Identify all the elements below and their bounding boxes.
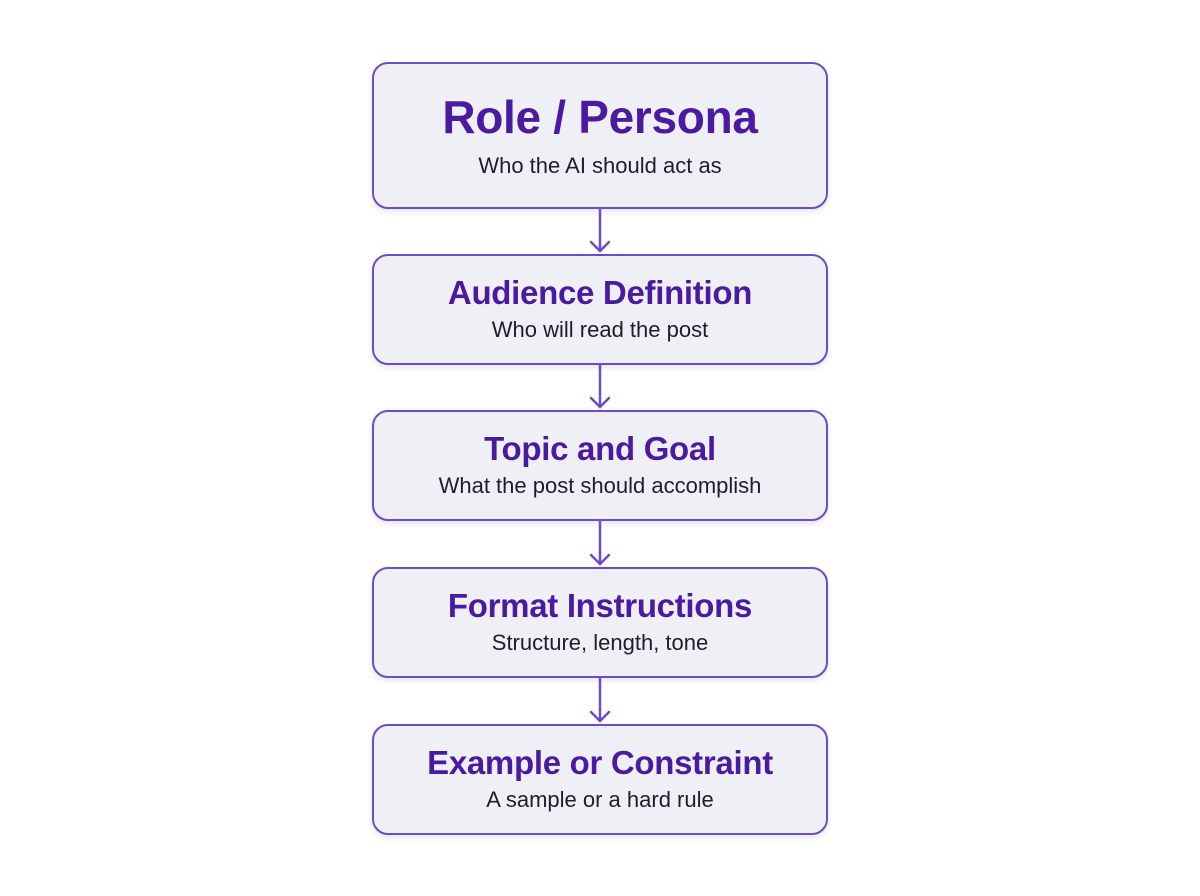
step-subtitle: Who will read the post: [491, 317, 709, 343]
down-arrow-icon: [589, 363, 611, 409]
step-subtitle: What the post should accomplish: [438, 473, 762, 499]
down-arrow-icon: [589, 676, 611, 723]
step-title: Format Instructions: [447, 587, 753, 625]
step-audience-definition: Audience Definition Who will read the po…: [372, 254, 828, 365]
step-example-or-constraint: Example or Constraint A sample or a hard…: [372, 724, 828, 835]
step-subtitle: A sample or a hard rule: [486, 787, 714, 813]
down-arrow-icon: [589, 519, 611, 566]
step-subtitle: Structure, length, tone: [491, 630, 709, 656]
step-title: Example or Constraint: [427, 744, 773, 782]
step-title: Topic and Goal: [484, 430, 716, 468]
step-format-instructions: Format Instructions Structure, length, t…: [372, 567, 828, 678]
step-title: Audience Definition: [447, 274, 753, 312]
step-title: Role / Persona: [442, 91, 758, 143]
step-subtitle: Who the AI should act as: [478, 152, 722, 178]
down-arrow-icon: [589, 207, 611, 253]
step-role-persona: Role / Persona Who the AI should act as: [372, 62, 828, 209]
step-topic-and-goal: Topic and Goal What the post should acco…: [372, 410, 828, 521]
